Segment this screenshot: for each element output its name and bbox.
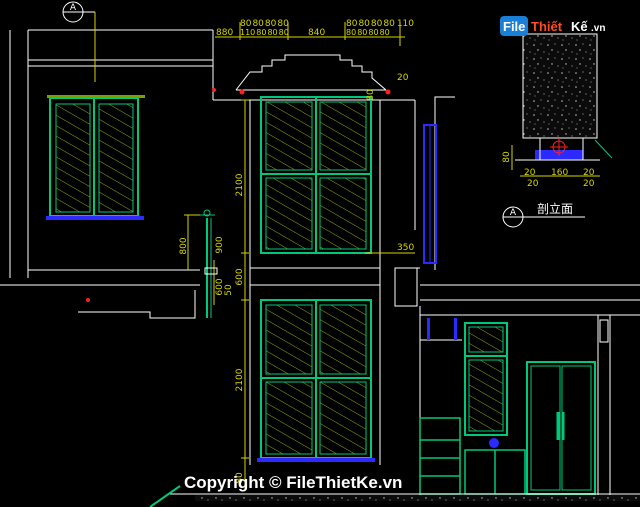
- tower-outline: [213, 54, 415, 465]
- dim-top-row2-b: 80808080: [346, 28, 390, 37]
- top-dim-chain: [215, 22, 405, 46]
- detail-dim-20-d: 20: [583, 179, 595, 189]
- dim-roof-detail: 20: [397, 73, 409, 83]
- dim-top-row2-a: 110808080: [240, 28, 289, 37]
- detail-dim-80: 80: [502, 151, 512, 163]
- dim-600-side: 600: [215, 278, 225, 295]
- dim-base-height: 80: [235, 472, 245, 484]
- upper-tower-window: [260, 96, 372, 254]
- dim-lower-height: 2100: [235, 368, 245, 391]
- section-marker-a: A 剖立面: [502, 201, 585, 228]
- detail-dim-20-c: 20: [527, 179, 539, 189]
- copyright-watermark: Copyright © FileThietKe.vn: [184, 473, 402, 492]
- vertical-dim-chain: [241, 99, 249, 490]
- blue-post-1: [427, 318, 430, 340]
- logo-thiet: Thiết: [531, 19, 563, 34]
- blue-post-2: [454, 318, 457, 340]
- section-label: 剖立面: [537, 201, 573, 216]
- dim-80-roof: 80: [366, 89, 376, 101]
- detail-dim-20-a: 20: [524, 168, 536, 178]
- left-window: [46, 95, 145, 220]
- logo-ke: Kế: [571, 19, 588, 34]
- section-letter-top: A: [70, 3, 77, 13]
- dim-50: 50: [224, 284, 234, 296]
- railing-detail: [184, 209, 218, 318]
- dim-mid-height: 600: [235, 268, 245, 285]
- lower-tower-window: [257, 299, 375, 462]
- right-small-window: [464, 322, 508, 436]
- logo-vn: .vn: [591, 23, 605, 34]
- wardrobe-door: [526, 361, 596, 495]
- dim-top-row1-a: 80808080: [240, 19, 289, 29]
- section-marker-top: A: [62, 1, 96, 82]
- roof-markers: [212, 88, 391, 95]
- ground-line: [149, 485, 640, 507]
- detail-dim-160: 160: [551, 168, 568, 178]
- pillar-cap: [599, 319, 609, 343]
- dim-840: 840: [308, 28, 325, 38]
- left-wall-block: [0, 29, 214, 319]
- dim-350: 350: [397, 243, 414, 253]
- wall-section-detail: [511, 33, 613, 177]
- detail-dim-20-b: 20: [583, 168, 595, 178]
- filethietke-logo: File Thiết Kế .vn: [500, 16, 605, 36]
- dim-upper-height: 2100: [235, 173, 245, 196]
- slab-marker: [86, 298, 90, 302]
- section-letter: A: [510, 208, 517, 218]
- dim-800: 800: [179, 237, 189, 254]
- right-building: [394, 96, 640, 500]
- dim-900: 900: [215, 236, 225, 253]
- dim-880: 880: [216, 28, 233, 38]
- logo-file: File: [503, 19, 525, 34]
